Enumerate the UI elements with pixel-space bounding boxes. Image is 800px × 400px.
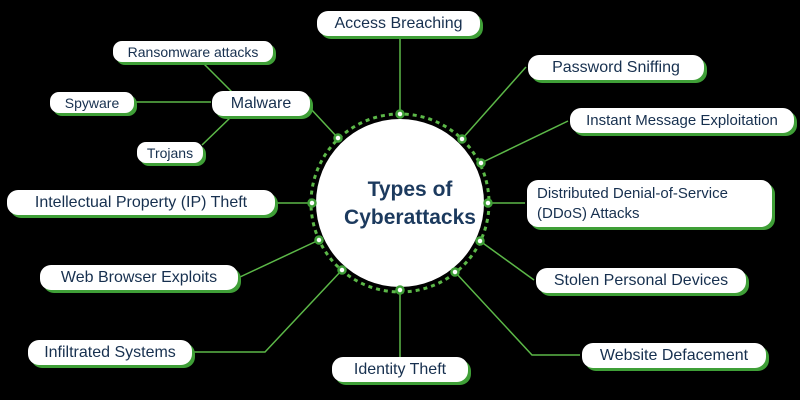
node-trojans: Trojans [137,142,203,163]
node-stolen-personal-devices: Stolen Personal Devices [536,268,746,293]
node-ddos-line-2: (DDoS) Attacks [537,204,640,222]
connector-website-defacement [454,271,580,356]
connector-trojans [201,115,233,146]
ring-dot-upper-right [457,134,467,144]
connector-instant-message [480,120,569,164]
diagram-title: Types of Cyberattacks [318,176,502,232]
ring-dot-left-lower [314,235,324,245]
connector-web-browser [239,239,320,278]
ring-dot-top [395,109,405,119]
connector-password-sniffing [461,66,527,140]
center-circle [316,119,484,287]
node-malware: Malware [212,91,310,116]
node-infiltrated-systems: Infiltrated Systems [28,340,192,365]
node-instant-message-exploitation: Instant Message Exploitation [570,108,794,133]
ring-dot-right-upper [476,158,486,168]
ring-dot-right-lower [475,236,485,246]
title-line-2: Cyberattacks [344,206,476,229]
node-website-defacement: Website Defacement [582,343,766,368]
node-identity-theft: Identity Theft [332,357,468,382]
node-web-browser-exploits: Web Browser Exploits [40,265,238,290]
ring-dot-right [483,198,493,208]
node-ddos: Distributed Denial-of-Service (DDoS) Att… [527,180,772,227]
ring-dot-bottom [395,285,405,295]
node-spyware: Spyware [50,92,134,113]
node-password-sniffing: Password Sniffing [528,55,704,80]
node-ransomware-attacks: Ransomware attacks [113,41,273,62]
connector-ransomware [201,61,233,93]
node-access-breaching: Access Breaching [317,11,480,36]
ring-dot-lower-left [337,265,347,275]
title-line-1: Types of [367,178,453,201]
node-ddos-line-1: Distributed Denial-of-Service [537,184,728,202]
connector-infiltrated-systems [193,269,343,353]
connector-malware [309,107,339,139]
node-ip-theft: Intellectual Property (IP) Theft [7,190,275,215]
ring-dot-left [307,198,317,208]
connector-stolen-devices [479,240,535,281]
ring-dot-upper-left [333,133,343,143]
ring-dot-lower-right [450,267,460,277]
